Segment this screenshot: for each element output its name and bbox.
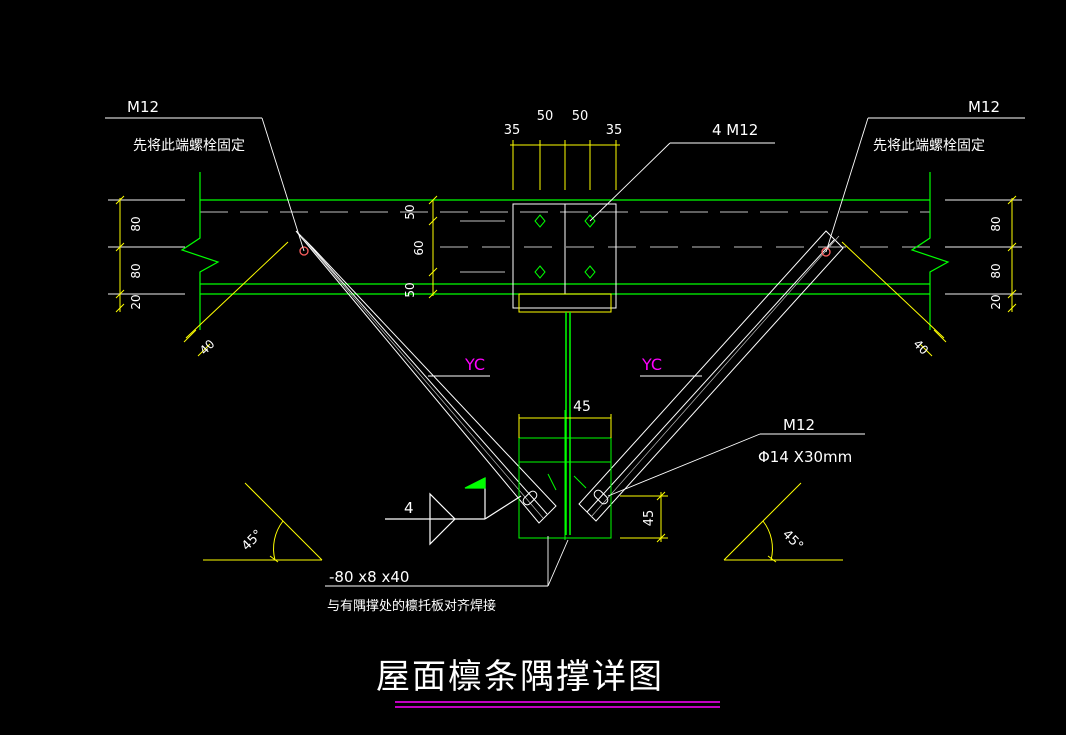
hole-detail-label: Φ14 X30mm xyxy=(758,448,852,466)
side-dimension-45 xyxy=(620,491,668,543)
dim-35-left: 35 xyxy=(504,123,521,138)
note-right: 先将此端螺栓固定 xyxy=(873,138,985,154)
bolt-left-label: M12 xyxy=(127,98,159,116)
top-dimension-chain xyxy=(510,140,620,190)
dim-50-left: 50 xyxy=(537,109,554,124)
bolts-leader xyxy=(589,142,775,222)
angle-left-label: 45° xyxy=(239,527,266,554)
member-label-right: YC xyxy=(641,355,662,374)
right-brace-angle xyxy=(578,230,844,522)
purlin-support-plate xyxy=(460,203,617,535)
angle-left xyxy=(203,482,323,563)
angle-right-label: 45° xyxy=(779,527,806,554)
right-bolt-leader xyxy=(825,117,1025,253)
plate-note: 与有隅撑处的檩托板对齐焊接 xyxy=(327,598,496,614)
left-purlin-dimension xyxy=(115,195,125,313)
left-bolt-leader xyxy=(105,117,305,252)
dim-v-50-bottom: 50 xyxy=(403,282,417,297)
bolt-detail-label: M12 xyxy=(783,416,815,434)
dim-80-top-right: 80 xyxy=(989,216,1003,231)
note-left: 先将此端螺栓固定 xyxy=(133,138,245,154)
left-brace-angle xyxy=(295,230,557,524)
dim-80-top-left: 80 xyxy=(129,216,143,231)
dim-35-right: 35 xyxy=(606,123,623,138)
weld-symbol xyxy=(385,477,522,546)
dim-v-60: 60 xyxy=(412,240,426,255)
drawing-title: 屋面檩条隅撑详图 xyxy=(376,657,664,697)
member-label-left: YC xyxy=(464,355,485,374)
plate-spec-leader xyxy=(325,536,569,587)
dim-45-side: 45 xyxy=(642,510,657,527)
left-brace-top-bolt xyxy=(299,246,309,256)
right-purlin-dimension xyxy=(1007,195,1017,313)
plate-vertical-dimension xyxy=(428,195,438,299)
dim-45-top: 45 xyxy=(573,399,591,415)
lower-gusset-plate xyxy=(518,410,612,540)
weld-size: 4 xyxy=(404,499,414,517)
right-brace-bottom-hole xyxy=(593,489,609,505)
dim-80-bottom-right: 80 xyxy=(989,263,1003,278)
dim-80-bottom-left: 80 xyxy=(129,263,143,278)
dim-20-right: 20 xyxy=(989,294,1003,309)
angle-right xyxy=(723,482,843,563)
dim-50-right: 50 xyxy=(572,109,589,124)
plate-spec: -80 x8 x40 xyxy=(329,568,409,586)
edge-distance-right xyxy=(841,241,947,357)
hole-detail-leader xyxy=(607,433,865,497)
bolt-right-label: M12 xyxy=(968,98,1000,116)
edge-distance-left xyxy=(183,241,289,357)
bolts-center-label: 4 M12 xyxy=(712,121,758,139)
edge-40-right: 40 xyxy=(910,337,931,358)
dim-20-left: 20 xyxy=(129,294,143,309)
right-brace-top-bolt xyxy=(821,247,831,257)
left-brace-bottom-hole xyxy=(522,490,538,506)
dim-v-50-top: 50 xyxy=(403,204,417,219)
